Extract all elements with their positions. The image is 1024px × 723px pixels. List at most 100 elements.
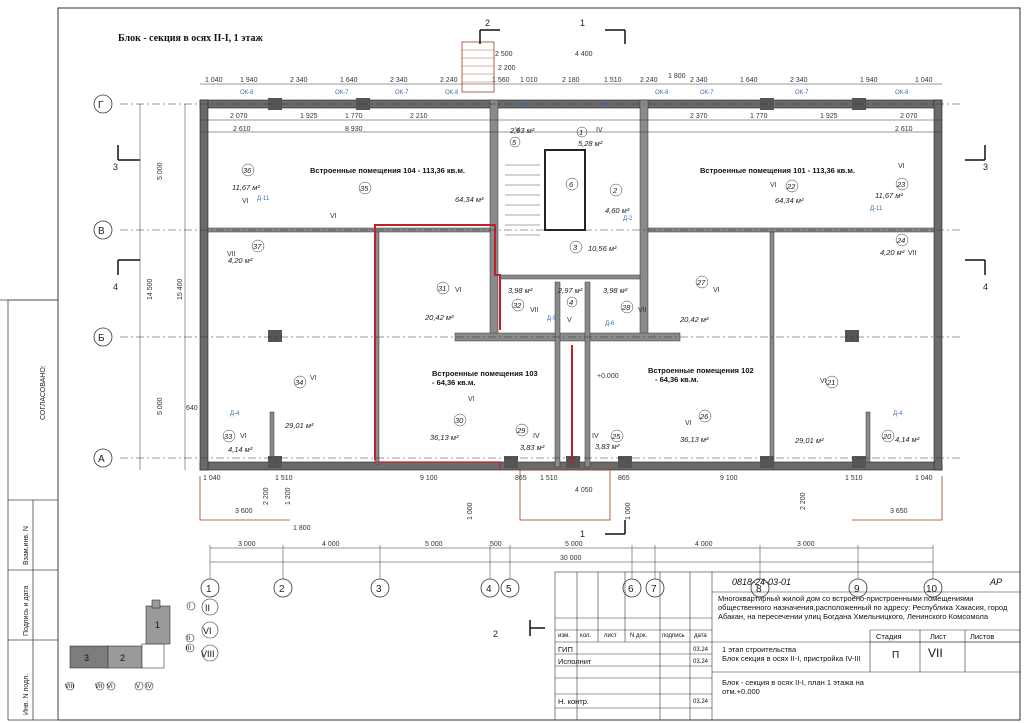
svg-text:СОГЛАСОВАНО:: СОГЛАСОВАНО: <box>40 365 47 420</box>
svg-text:1 770: 1 770 <box>345 113 363 120</box>
svg-text:5 000: 5 000 <box>425 541 443 548</box>
section-mark-top-left: 2 <box>485 18 490 28</box>
top-dimensions-row2: 2 070 1 925 1 770 2 210 2 370 1 770 1 92… <box>230 113 918 133</box>
svg-text:20,42 м²: 20,42 м² <box>679 315 709 324</box>
svg-text:1 040: 1 040 <box>205 77 223 84</box>
svg-text:27: 27 <box>696 278 706 287</box>
block-description: Блок секция в осях II-I, пристройка IV-I… <box>722 654 861 663</box>
room-29: 293,83 м² <box>515 423 545 452</box>
svg-text:1 010: 1 010 <box>520 77 538 84</box>
window-marks: ОК-8 ОК-7 ОК-7 ОК-8 ОК-8 ОК-7 ОК-7 ОК-8 <box>240 90 909 96</box>
top-dimensions-row1: 1 040 1 940 2 340 1 640 2 340 2 240 1 56… <box>205 77 933 84</box>
title-block <box>554 571 1021 721</box>
axis-number-7: 7 <box>651 584 657 595</box>
svg-text:ОК-8: ОК-8 <box>240 90 254 96</box>
bottom-dimensions: 3 000 4 000 5 000 500 5 000 4 000 3 000 … <box>203 475 933 562</box>
svg-text:VI: VI <box>330 213 337 220</box>
svg-text:- 64,36 кв.м.: - 64,36 кв.м. <box>432 378 476 387</box>
room-4: 2,97 м²4 <box>557 286 583 308</box>
svg-text:2 200: 2 200 <box>498 65 516 72</box>
svg-text:ОК-7: ОК-7 <box>395 90 409 96</box>
axis-letter-bubbles <box>93 94 113 468</box>
svg-text:VI: VI <box>455 287 462 294</box>
svg-text:1 200: 1 200 <box>285 487 292 505</box>
room-33: 334,14 м² <box>222 429 253 454</box>
date-executor: 03.24 <box>693 659 709 665</box>
col-ndoc: N док. <box>630 633 648 639</box>
svg-text:1 925: 1 925 <box>300 113 318 120</box>
grid-axes <box>120 103 960 459</box>
svg-text:Взам.инв. N: Взам.инв. N <box>23 526 30 565</box>
date-norm-control: 03.24 <box>693 699 709 705</box>
svg-text:10,56 м²: 10,56 м² <box>588 244 617 253</box>
stage-code: АР <box>990 577 1003 587</box>
porch <box>461 41 495 93</box>
door-tags: Д-11 Д-4 Д-3 Д-1 Д-5 Д-2 Д-6 Д-11 Д-4 <box>230 102 903 417</box>
svg-text:Встроенные помещения 101 - 113: Встроенные помещения 101 - 113,36 кв.м. <box>700 166 855 175</box>
svg-text:640: 640 <box>186 405 198 412</box>
svg-text:Д-2: Д-2 <box>623 216 633 222</box>
svg-text:VIII: VIII <box>201 649 215 659</box>
key-plan-romans: I II VI VIII II III VIII VII VI V IV <box>65 603 215 690</box>
svg-text:5 000: 5 000 <box>157 397 164 415</box>
axis-number-8: 8 <box>756 584 762 595</box>
svg-text:VI: VI <box>107 684 113 690</box>
stage-value: П <box>892 650 900 661</box>
svg-text:2 200: 2 200 <box>263 487 270 505</box>
svg-text:IV: IV <box>533 433 540 440</box>
svg-text:4,14 м²: 4,14 м² <box>228 445 253 454</box>
svg-text:9 100: 9 100 <box>720 475 738 482</box>
svg-text:2 340: 2 340 <box>690 77 708 84</box>
svg-text:Д-4: Д-4 <box>230 411 240 417</box>
key-plan-labels: 3 2 1 <box>84 620 160 663</box>
svg-text:1 510: 1 510 <box>604 77 622 84</box>
svg-text:Д-1: Д-1 <box>603 102 613 108</box>
svg-text:2 070: 2 070 <box>230 113 248 120</box>
svg-text:VII: VII <box>227 251 236 258</box>
room-37: 374,20 м² <box>228 239 265 265</box>
area-labels: Встроенные помещения 104 - 113,36 кв.м. … <box>310 166 855 387</box>
svg-text:VI: VI <box>713 287 720 294</box>
axis-number-9: 9 <box>854 584 860 595</box>
room-28: 283,98 м² <box>603 286 634 314</box>
svg-text:Д-5: Д-5 <box>547 316 557 322</box>
svg-text:IV: IV <box>592 433 599 440</box>
svg-text:2 210: 2 210 <box>410 113 428 120</box>
svg-text:II: II <box>187 636 191 642</box>
col-kol: кол. <box>580 633 592 639</box>
svg-text:2 240: 2 240 <box>640 77 658 84</box>
role-executor: Исполнит <box>558 657 592 666</box>
svg-text:1 640: 1 640 <box>340 77 358 84</box>
svg-text:1 000: 1 000 <box>625 502 632 520</box>
svg-text:5 000: 5 000 <box>565 541 583 548</box>
section-mark-side-right-bottom: 4 <box>983 282 988 292</box>
svg-text:VI: VI <box>898 163 905 170</box>
section-mark-top-right: 1 <box>580 18 585 28</box>
porch-dimensions: 2 500 4 400 1 800 2 200 <box>495 51 686 80</box>
svg-text:II: II <box>205 603 210 613</box>
svg-text:6: 6 <box>569 180 574 189</box>
svg-text:14 500: 14 500 <box>147 278 154 300</box>
svg-text:1 800: 1 800 <box>293 525 311 532</box>
room-5: 52,93 м² <box>509 126 535 148</box>
svg-text:VI: VI <box>468 396 475 403</box>
svg-text:11,67 м²: 11,67 м² <box>875 191 903 200</box>
svg-text:1 800: 1 800 <box>668 73 686 80</box>
axis-letter-a: А <box>98 454 105 465</box>
room-class-tags: VI VI VII VI VI VI V IV VII V VII VI VI … <box>227 127 917 440</box>
room-24: 244,20 м² <box>880 233 909 257</box>
room-6: 6 <box>565 177 579 191</box>
svg-text:V: V <box>567 317 572 324</box>
bottom-porches <box>199 469 943 521</box>
axis-number-5: 5 <box>506 584 512 595</box>
svg-text:ОК-8: ОК-8 <box>895 90 909 96</box>
svg-text:2 500: 2 500 <box>495 51 513 58</box>
project-description: Многоквартирный жилой дом со встроено-пр… <box>718 594 1008 621</box>
svg-text:1 040: 1 040 <box>915 77 933 84</box>
